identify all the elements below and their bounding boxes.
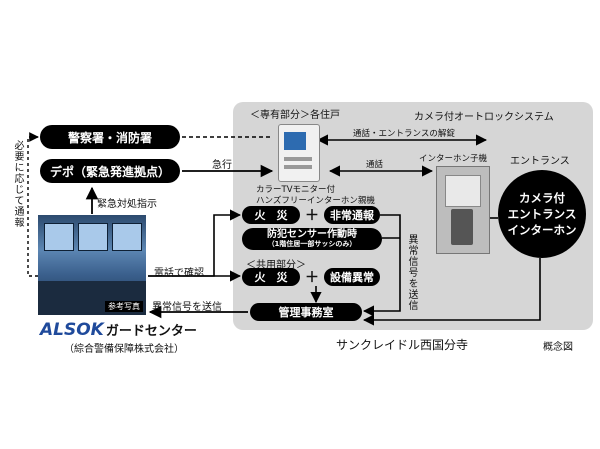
- phone-confirm-label: 電話で確認: [154, 268, 204, 279]
- abnormal-signal-tx-label: 異常信号を送信: [406, 234, 417, 311]
- management-office-box: 管理事務室: [250, 303, 362, 321]
- guard-center-photo: 参考写真: [38, 215, 146, 315]
- emergency-instructions-label: 緊急対処指示: [97, 199, 157, 210]
- intercom-slave-label: インターホン子機: [419, 154, 488, 164]
- building-name: サンクレイドル西国分寺: [336, 338, 469, 352]
- call-label: 通話: [366, 160, 384, 170]
- need-notify-label: 必要に応じて通報: [12, 140, 23, 228]
- building-panel: [233, 102, 593, 330]
- crime-sensor-note: （1階住居一部サッシのみ）: [267, 240, 357, 248]
- camera-entrance-intercom: カメラ付 エントランス インターホン: [498, 170, 586, 258]
- crime-sensor-text: 防犯センサー作動時: [267, 229, 357, 240]
- emergency-report-box: 非常通報: [324, 206, 380, 224]
- monitor-label-1: カラーTVモニター付: [256, 185, 336, 195]
- monitor-label-2: ハンズフリーインターホン親機: [256, 196, 375, 206]
- autolock-label: カメラ付オートロックシステム: [414, 112, 554, 123]
- concept-label: 概念図: [543, 342, 573, 353]
- entrance-label: エントランス: [510, 156, 570, 167]
- equipment-error-box: 設備異常: [324, 268, 380, 286]
- photo-caption: 参考写真: [105, 301, 143, 312]
- abnormal-signal-send-label: 異常信号を送信: [152, 302, 222, 313]
- fire-common-box: 火 災: [242, 268, 300, 286]
- plus-sign-2: ＋: [305, 270, 319, 286]
- company-label: （綜合警備保障株式会社）: [64, 344, 184, 355]
- monitor-icon: [278, 124, 320, 182]
- rapid-label: 急行: [212, 160, 232, 171]
- common-area-label: ＜共用部分＞: [246, 260, 306, 271]
- fire-box: 火 災: [242, 206, 300, 224]
- depot-box: デポ（緊急発進拠点）: [40, 159, 180, 183]
- private-area-label: ＜専有部分＞各住戸: [250, 110, 340, 121]
- guard-center-label: ガードセンター: [105, 324, 197, 339]
- call-unlock-label: 通話・エントランスの解錠: [353, 129, 455, 139]
- intercom-slave-icon: [436, 166, 490, 254]
- police-fire-box: 警察署・消防署: [40, 125, 180, 149]
- plus-sign: ＋: [305, 208, 319, 224]
- crime-sensor-box: 防犯センサー作動時 （1階住居一部サッシのみ）: [242, 228, 382, 250]
